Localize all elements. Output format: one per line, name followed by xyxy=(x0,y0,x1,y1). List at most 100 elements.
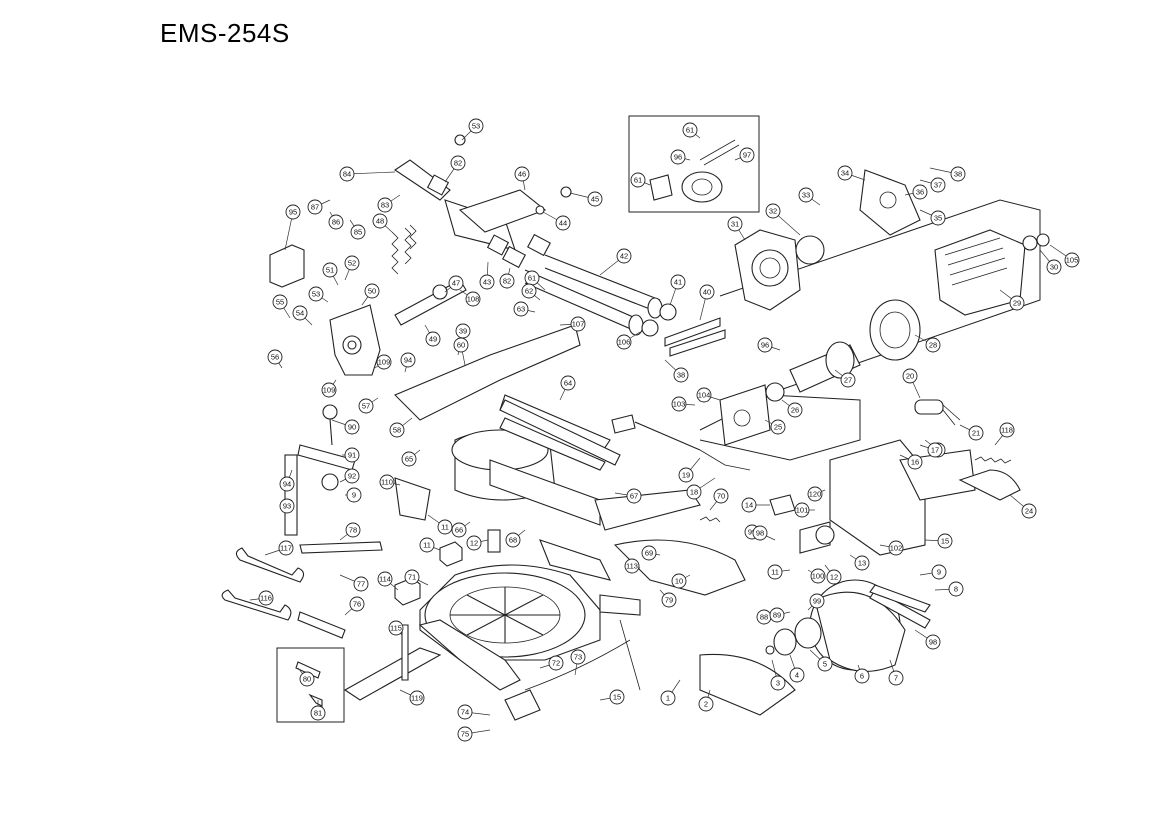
callout-label: 98 xyxy=(929,638,937,647)
callout-circle xyxy=(404,569,420,585)
callout-label: 61 xyxy=(528,274,536,283)
callout-label: 10 xyxy=(675,577,683,586)
callout-label: 42 xyxy=(620,252,628,261)
callout-label: 15 xyxy=(613,693,621,702)
callout-circle xyxy=(328,214,344,230)
callout-circle xyxy=(389,422,405,438)
callout-label: 49 xyxy=(429,335,437,344)
callout-circle xyxy=(616,334,632,350)
callout-label: 9 xyxy=(352,491,356,500)
callout-circle xyxy=(678,467,694,483)
callout-circle xyxy=(379,474,395,490)
capacitor xyxy=(914,399,961,426)
pivot-shaft xyxy=(394,279,467,326)
callout-circle xyxy=(267,349,283,365)
callout-circle xyxy=(409,690,425,706)
callout-circle xyxy=(840,372,856,388)
callout-circle xyxy=(465,291,481,307)
callout-label: 73 xyxy=(574,653,582,662)
callout-circle xyxy=(346,487,362,503)
callout-label: 51 xyxy=(326,266,334,275)
callout-circle xyxy=(925,634,941,650)
callout-label: 45 xyxy=(591,195,599,204)
callout-leader xyxy=(346,171,396,175)
callout-label: 15 xyxy=(941,537,949,546)
callout-label: 104 xyxy=(698,391,711,400)
callout-circle xyxy=(888,540,904,556)
callout-label: 36 xyxy=(916,188,924,197)
callout-circle xyxy=(307,199,323,215)
callout-circle xyxy=(310,705,326,721)
callout-circle xyxy=(450,155,466,171)
callout-label: 88 xyxy=(760,613,768,622)
callout-label: 81 xyxy=(314,709,322,718)
callout-label: 60 xyxy=(457,341,465,350)
callout-circle xyxy=(888,670,904,686)
callout-label: 11 xyxy=(771,568,779,577)
callout-circle xyxy=(925,337,941,353)
callout-circle xyxy=(927,442,943,458)
callout-label: 103 xyxy=(673,400,686,409)
callout-label: 6 xyxy=(860,672,864,681)
callout-circle xyxy=(285,204,301,220)
callout-label: 109 xyxy=(378,358,391,367)
callout-label: 48 xyxy=(376,217,384,226)
callout-circle xyxy=(1046,259,1062,275)
callout-circle xyxy=(770,675,786,691)
callout-circle xyxy=(854,668,870,684)
callout-label: 74 xyxy=(461,708,469,717)
callout-circle xyxy=(358,398,374,414)
callout-label: 38 xyxy=(954,170,962,179)
callout-circle xyxy=(344,447,360,463)
callout-circle xyxy=(364,283,380,299)
guide-outline-upper xyxy=(719,199,1041,391)
callout-label: 109 xyxy=(323,386,336,395)
callout-label: 64 xyxy=(564,379,572,388)
callout-label: 11 xyxy=(441,523,449,532)
callout-label: 96 xyxy=(674,153,682,162)
end-plate xyxy=(719,382,785,446)
callout-label: 85 xyxy=(354,228,362,237)
callout-circle xyxy=(767,564,783,580)
callout-circle xyxy=(353,576,369,592)
callout-label: 19 xyxy=(682,471,690,480)
callout-circle xyxy=(698,696,714,712)
callout-label: 55 xyxy=(276,298,284,307)
callout-circle xyxy=(671,573,687,589)
callout-circle xyxy=(321,382,337,398)
callout-label: 113 xyxy=(626,562,638,571)
callout-circle xyxy=(322,262,338,278)
small-blocks xyxy=(394,477,501,606)
callout-circle xyxy=(278,540,294,556)
callout-circle xyxy=(499,273,515,289)
callout-label: 68 xyxy=(509,536,517,545)
diagram-title: EMS-254S xyxy=(160,18,290,48)
callout-label: 53 xyxy=(472,122,480,131)
callout-circle xyxy=(912,184,928,200)
callout-label: 66 xyxy=(455,526,463,535)
callout-circle xyxy=(570,649,586,665)
callout-label: 96 xyxy=(761,341,769,350)
callout-circle xyxy=(968,425,984,441)
callout-label: 46 xyxy=(518,170,526,179)
callout-circle xyxy=(660,690,676,706)
callout-circle xyxy=(671,396,687,412)
callout-label: 76 xyxy=(353,600,361,609)
callout-label: 50 xyxy=(368,287,376,296)
callout-circle xyxy=(1009,295,1025,311)
callout-label: 107 xyxy=(572,320,585,329)
callout-label: 83 xyxy=(381,201,389,210)
callout-circle xyxy=(401,451,417,467)
callout-label: 92 xyxy=(348,472,356,481)
callout-label: 93 xyxy=(283,502,291,511)
callout-label: 80 xyxy=(303,675,311,684)
callout-label: 84 xyxy=(343,170,351,179)
callout-label: 27 xyxy=(844,376,852,385)
callout-circle xyxy=(699,284,715,300)
callout-label: 115 xyxy=(390,624,402,633)
callout-circle xyxy=(279,476,295,492)
callout-circle xyxy=(837,165,853,181)
callout-circle xyxy=(950,166,966,182)
callout-label: 116 xyxy=(260,594,272,603)
